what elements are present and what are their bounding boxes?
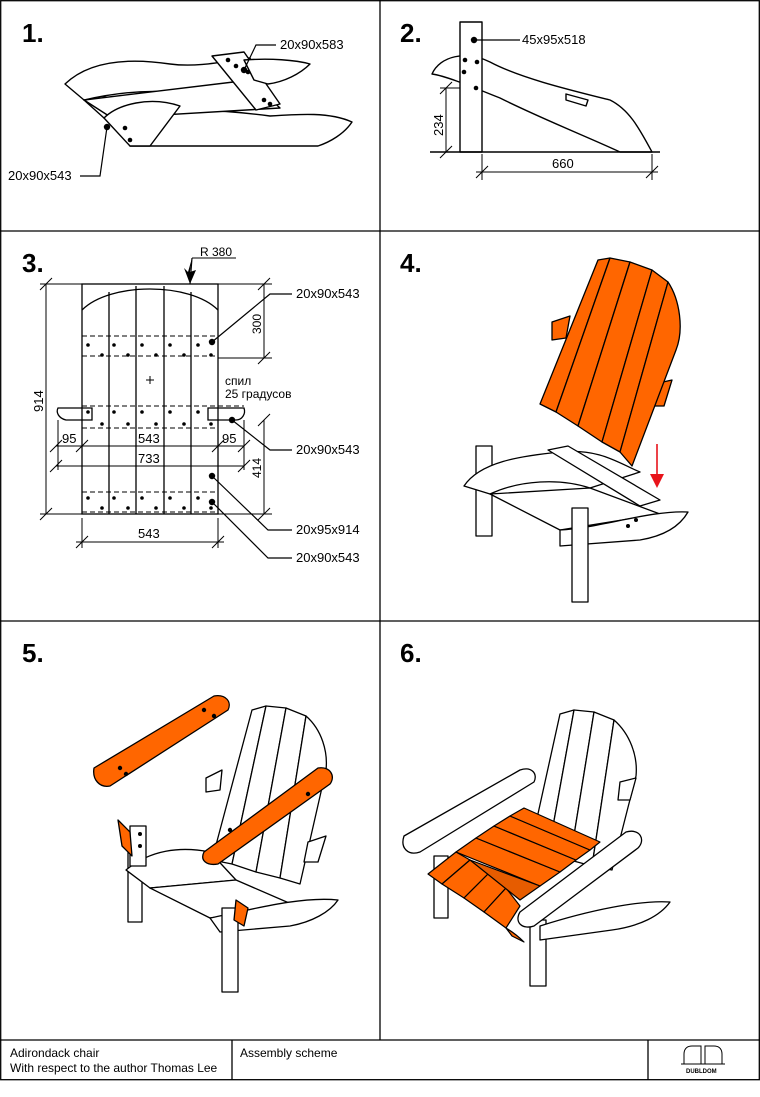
panel-1-label-a: 20x90x583 bbox=[280, 37, 344, 52]
panel-4-number: 4. bbox=[400, 248, 422, 278]
panel-4: 4. bbox=[400, 248, 689, 603]
panel-3-number: 3. bbox=[22, 248, 44, 278]
panel-3-label-board-2: 20x90x543 bbox=[296, 442, 360, 457]
panel-1-number: 1. bbox=[22, 18, 44, 48]
panel-3-note-1: спил bbox=[225, 374, 251, 388]
panel-3-dim-543-bottom: 543 bbox=[138, 526, 160, 541]
footer-title: Adirondack chair bbox=[10, 1046, 99, 1060]
panel-3-label-board-1: 20x90x543 bbox=[296, 286, 360, 301]
panel-3-dim-733: 733 bbox=[138, 451, 160, 466]
dubldom-logo-text: DUBLDOM bbox=[686, 1069, 717, 1075]
panel-3-dim-300: 300 bbox=[250, 314, 264, 334]
panel-1-label-b: 20x90x543 bbox=[8, 168, 72, 183]
panel-1: 1. 20x90x58 bbox=[8, 18, 353, 183]
panel-6-number: 6. bbox=[400, 638, 422, 668]
panel-2-dim-234: 234 bbox=[431, 114, 446, 136]
panel-3-label-board-4: 20x90x543 bbox=[296, 550, 360, 565]
panel-3-note-2: 25 градусов bbox=[225, 387, 291, 401]
panel-3-dim-414: 414 bbox=[250, 458, 264, 478]
panel-3-label-board-3: 20x95x914 bbox=[296, 522, 360, 537]
panel-5-number: 5. bbox=[22, 638, 44, 668]
footer-author: With respect to the author Thomas Lee bbox=[10, 1061, 218, 1075]
panel-3-dim-95-left: 95 bbox=[62, 431, 76, 446]
title-block: Adirondack chair With respect to the aut… bbox=[10, 1045, 725, 1075]
panel-3: 3. bbox=[22, 245, 360, 565]
panel-2-number: 2. bbox=[400, 18, 422, 48]
panel-2: 2. 45x95x518 234 bbox=[400, 18, 660, 180]
panel-3-dim-543-mid: 543 bbox=[138, 431, 160, 446]
panel-2-dim-660: 660 bbox=[552, 156, 574, 171]
panel-2-label-a: 45x95x518 bbox=[522, 32, 586, 47]
panel-3-dim-914: 914 bbox=[31, 390, 46, 412]
panel-5: 5. bbox=[22, 638, 339, 993]
panel-3-label-r380: R 380 bbox=[200, 245, 232, 259]
panel-6: 6. bbox=[400, 638, 671, 987]
dubldom-logo bbox=[681, 1045, 725, 1065]
footer-scheme: Assembly scheme bbox=[240, 1046, 338, 1060]
panel-3-dim-95-right: 95 bbox=[222, 431, 236, 446]
